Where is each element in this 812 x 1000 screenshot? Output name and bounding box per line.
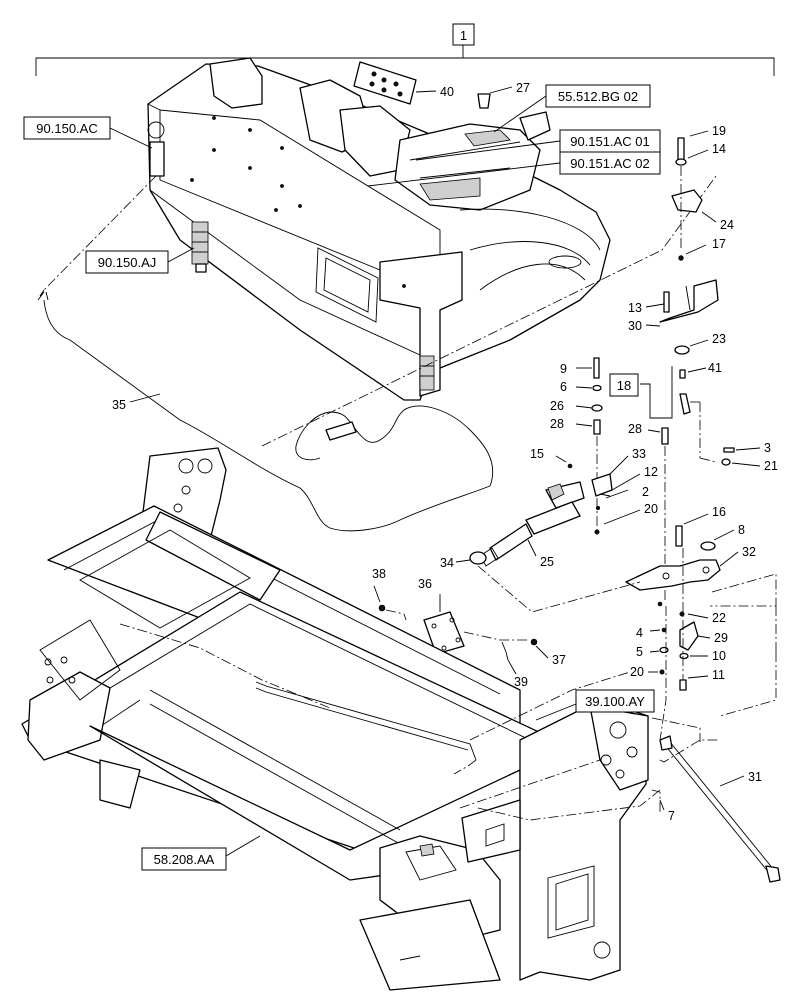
rod-31: 31 [659, 735, 781, 883]
svg-text:11: 11 [712, 668, 725, 682]
guide-line-lower-2 [651, 717, 701, 742]
hardware-stack-right: 19 14 24 17 13 30 23 41 18 [609, 124, 778, 691]
svg-text:39: 39 [514, 675, 528, 689]
callout-1: 1 [460, 28, 467, 43]
svg-text:7: 7 [668, 809, 675, 823]
item-7: 7 [651, 789, 675, 823]
svg-text:20: 20 [630, 665, 644, 679]
plate-group-36: 38 36 37 39 [372, 567, 566, 689]
svg-text:29: 29 [714, 631, 728, 645]
svg-text:4: 4 [636, 626, 643, 640]
svg-text:2: 2 [642, 485, 649, 499]
svg-text:13: 13 [628, 301, 642, 315]
svg-text:37: 37 [552, 653, 566, 667]
svg-text:41: 41 [708, 361, 722, 375]
cab-platform-assembly [147, 57, 611, 401]
svg-text:25: 25 [540, 555, 554, 569]
svg-text:90.151.AC 02: 90.151.AC 02 [570, 156, 650, 171]
svg-text:55.512.BG 02: 55.512.BG 02 [558, 89, 638, 104]
spring-support-rear [419, 355, 435, 391]
svg-text:3: 3 [764, 441, 771, 455]
svg-text:20: 20 [644, 502, 658, 516]
spring-support [191, 221, 209, 273]
assembly-bracket: 1 [35, 23, 775, 76]
panel-holes [190, 116, 406, 288]
guide-line-lower [659, 606, 667, 741]
svg-text:8: 8 [738, 523, 745, 537]
svg-text:90.150.AC: 90.150.AC [36, 121, 97, 136]
svg-text:28: 28 [628, 422, 642, 436]
svg-text:24: 24 [720, 218, 734, 232]
svg-text:30: 30 [628, 319, 642, 333]
actuator-25: 25 34 [440, 481, 641, 613]
svg-text:90.151.AC 01: 90.151.AC 01 [570, 134, 650, 149]
svg-text:6: 6 [560, 380, 567, 394]
svg-text:38: 38 [372, 567, 386, 581]
item-27: 27 [477, 81, 530, 109]
svg-text:15: 15 [530, 447, 544, 461]
svg-text:16: 16 [712, 505, 726, 519]
ref-box-90151ac01: 90.151.AC 01 [415, 129, 661, 161]
svg-text:32: 32 [742, 545, 756, 559]
ref-box-55512bg02: 55.512.BG 02 [493, 84, 651, 133]
guide-line-lower-3 [719, 652, 777, 717]
svg-text:33: 33 [632, 447, 646, 461]
svg-text:5: 5 [636, 645, 643, 659]
lower-frame-assembly [21, 447, 720, 991]
hardware-stack-middle: 9 6 26 28 15 33 12 2 20 [530, 357, 658, 535]
svg-text:34: 34 [440, 556, 454, 570]
ref-box-90150ac: 90.150.AC [23, 116, 153, 149]
svg-text:10: 10 [712, 649, 726, 663]
svg-text:18: 18 [617, 378, 631, 393]
svg-text:9: 9 [560, 362, 567, 376]
svg-text:39.100.AY: 39.100.AY [585, 694, 645, 709]
ref-box-58208aa: 58.208.AA [141, 835, 261, 871]
svg-text:19: 19 [712, 124, 726, 138]
svg-text:14: 14 [712, 142, 726, 156]
svg-text:28: 28 [550, 417, 564, 431]
svg-text:22: 22 [712, 611, 726, 625]
svg-text:31: 31 [748, 770, 762, 784]
svg-text:21: 21 [764, 459, 778, 473]
svg-text:26: 26 [550, 399, 564, 413]
svg-text:40: 40 [440, 85, 454, 99]
ref-box-39100ay: 39.100.AY [535, 689, 655, 721]
svg-text:23: 23 [712, 332, 726, 346]
wire-harness-35: 35 [37, 175, 494, 532]
ref-box-90150aj: 90.150.AJ [85, 247, 195, 274]
svg-text:58.208.AA: 58.208.AA [154, 852, 215, 867]
svg-text:35: 35 [112, 398, 126, 412]
svg-text:90.150.AJ: 90.150.AJ [98, 255, 157, 270]
ref-box-90151ac02: 90.151.AC 02 [367, 151, 661, 187]
switch-panel-40: 40 [353, 61, 454, 105]
svg-text:27: 27 [516, 81, 530, 95]
svg-text:36: 36 [418, 577, 432, 591]
svg-text:12: 12 [644, 465, 658, 479]
svg-text:17: 17 [712, 237, 726, 251]
